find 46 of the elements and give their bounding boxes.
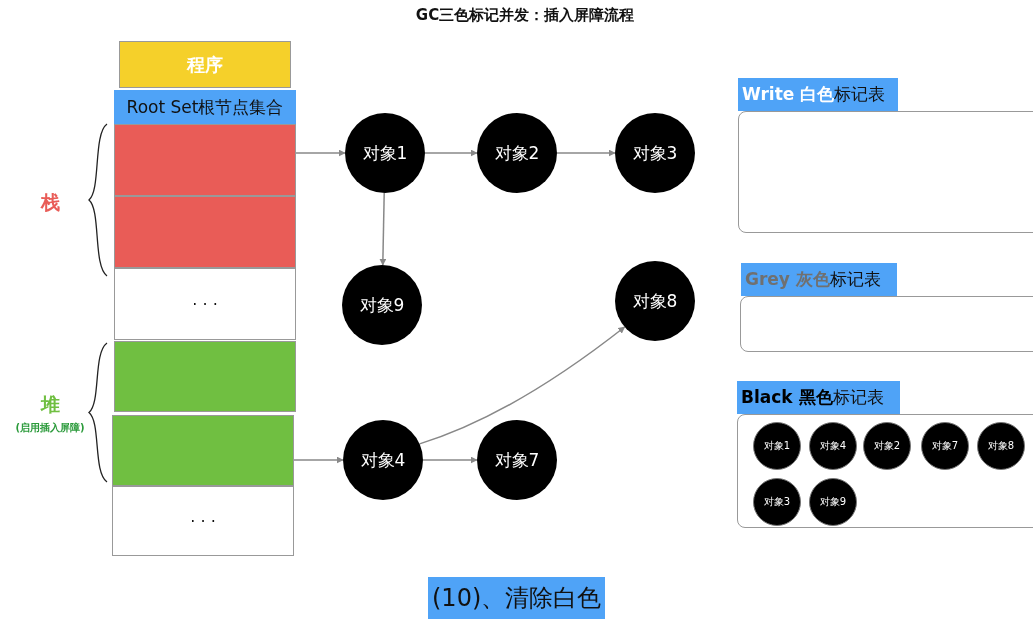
root-set-box: Root Set根节点集合 [114,90,296,124]
arrow [418,326,626,445]
object-circle: 对象1 [753,422,801,470]
memory-slot: · · · [114,268,296,340]
table-frame [738,111,1033,233]
heading-text: Black 黑色 [741,386,833,409]
arrow [295,149,346,157]
object-circle: 对象2 [477,113,557,193]
heading-tab [737,381,900,414]
table-frame [740,296,1033,352]
stack-slot [114,196,296,268]
object-circle: 对象4 [809,422,857,470]
arrow [556,149,616,157]
object-circle: 对象1 [345,113,425,193]
heading-tab [738,78,898,111]
program-box: 程序 [119,41,291,88]
object-circle: 对象3 [615,113,695,193]
object-circle: 对象9 [809,478,857,526]
heading-text: 标记表 [832,386,884,409]
object-circle: 对象3 [753,478,801,526]
object-circle: 对象4 [343,420,423,500]
memory-area-label: 栈 [39,190,61,215]
object-circle: 对象8 [615,261,695,341]
memory-area-label: 堆 [39,392,61,417]
stack-slot [114,124,296,196]
heading-tab [741,263,897,296]
caption: (10)、清除白色 [428,577,606,619]
heading-text: Write 白色 [742,83,835,106]
diagram-title: GC三色标记并发：插入屏障流程 [414,6,636,25]
object-circle: 对象8 [977,422,1025,470]
heading-text: Grey 灰色 [745,268,830,291]
object-circle: 对象9 [342,265,422,345]
memory-slot: · · · [112,486,294,556]
arrow [293,456,344,464]
heading-text: 标记表 [829,268,881,291]
arrow [422,456,478,464]
object-circle: 对象2 [863,422,911,470]
heap-slot [112,415,294,486]
note-text: (启用插入屏障) [14,421,86,435]
object-circle: 对象7 [921,422,969,470]
arrow [424,149,478,157]
heading-text: 标记表 [834,83,886,106]
heap-slot [114,341,296,412]
table-frame [737,414,1033,528]
object-circle: 对象7 [477,420,557,500]
arrow [379,192,387,266]
